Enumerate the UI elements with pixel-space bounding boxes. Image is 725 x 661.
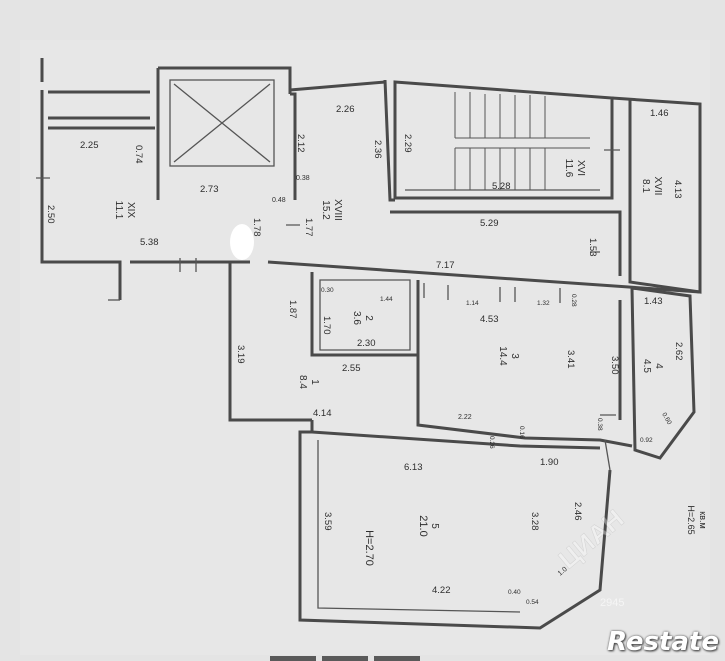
- dim-4-13: 4.13: [672, 180, 683, 199]
- dim-5-28: 5.28: [492, 181, 511, 192]
- room-2-area: 3.6: [351, 311, 362, 325]
- brand-logo: Restate: [607, 627, 719, 657]
- dim-2-46: 2.46: [572, 502, 583, 521]
- dim-3-50: 3.50: [609, 356, 620, 375]
- dim-6-13: 6.13: [404, 462, 423, 473]
- room-xix-roman: XIX: [125, 202, 136, 218]
- dim-2-50: 2.50: [45, 205, 56, 224]
- room-1-num: 1: [309, 379, 320, 385]
- room-xvi-area: 11.6: [563, 159, 574, 178]
- room-xviii-roman: XVIII: [332, 199, 343, 221]
- dim-0-16: 0.16: [518, 426, 525, 439]
- dim-3-19: 3.19: [235, 345, 246, 364]
- dim-0-92: 0.92: [640, 437, 653, 444]
- room-5-area: 21.0: [417, 515, 429, 536]
- room-xvi-roman: XVI: [575, 160, 586, 176]
- dim-2-12: 2.12: [295, 134, 306, 153]
- dim-2-73: 2.73: [200, 184, 219, 195]
- dim-1-53: 1.53: [587, 238, 598, 257]
- dim-7-17: 7.17: [436, 260, 455, 271]
- corner-note-line1: кв.м: [698, 511, 708, 528]
- room-3-num: 3: [509, 353, 520, 359]
- dim-2-30: 2.30: [357, 338, 376, 349]
- dim-2-29: 2.29: [402, 134, 413, 153]
- room-labels: XIX 11.1 XVIII 15.2 XVI 11.6 XVII 8.1 1 …: [113, 159, 664, 566]
- dim-4-22: 4.22: [432, 585, 451, 596]
- dim-0-26: 0.26: [488, 436, 495, 449]
- dim-2-25: 2.25: [80, 140, 99, 151]
- bottom-strip: [270, 652, 430, 661]
- dim-3-41: 3.41: [565, 350, 576, 369]
- dim-1-44: 1.44: [380, 296, 393, 303]
- dim-0-38b: 0.38: [596, 418, 603, 431]
- dim-2-62: 2.62: [673, 342, 684, 361]
- dim-0-40: 0.40: [508, 589, 521, 596]
- plan-sheet: [20, 40, 710, 655]
- dim-1-0: 1.0: [557, 566, 569, 578]
- dim-1-14: 1.14: [466, 300, 479, 307]
- room-3-area: 14.4: [497, 346, 508, 366]
- room-4-num: 4: [653, 363, 664, 369]
- dim-1-32: 1.32: [537, 300, 550, 307]
- dim-1-87: 1.87: [287, 300, 298, 319]
- room-2-num: 2: [363, 315, 374, 321]
- dim-1-77: 1.77: [303, 218, 314, 237]
- room-1-area: 8.4: [297, 375, 308, 389]
- dim-3-59: 3.59: [322, 512, 333, 531]
- dim-0-48: 0.48: [272, 197, 286, 204]
- corner-note: кв.м H=2.65: [686, 505, 708, 534]
- room-5-height: H=2.70: [363, 530, 375, 566]
- dim-4-53: 4.53: [480, 314, 499, 325]
- dim-0-38: 0.38: [296, 175, 310, 182]
- dim-1-90: 1.90: [540, 457, 559, 468]
- dim-3-28: 3.28: [529, 512, 540, 531]
- dim-5-29: 5.29: [480, 218, 499, 229]
- room-xix-area: 11.1: [113, 201, 124, 220]
- dim-1-43: 1.43: [644, 296, 663, 307]
- dim-2-55: 2.55: [342, 363, 361, 374]
- dim-0-28: 0.28: [570, 294, 577, 307]
- dimension-labels: 2.26 2.25 0.74 2.12 2.36 2.29 1.46 4.13 …: [45, 104, 684, 606]
- dim-0-30a: 0.30: [321, 287, 334, 294]
- room-xvii-roman: XVII: [652, 177, 663, 196]
- dim-4-14: 4.14: [313, 408, 332, 419]
- corner-note-line2: H=2.65: [686, 505, 696, 534]
- watermark-number: 2945: [600, 597, 624, 609]
- dim-5-38: 5.38: [140, 237, 159, 248]
- dim-1-78: 1.78: [251, 218, 262, 237]
- dim-1-70: 1.70: [321, 316, 332, 335]
- walls: [36, 58, 702, 630]
- dim-0-54: 0.54: [526, 599, 539, 606]
- dim-0-74: 0.74: [133, 145, 144, 164]
- dim-1-46: 1.46: [650, 108, 669, 119]
- room-xvii-area: 8.1: [640, 179, 651, 193]
- elevator-shaft: [169, 79, 275, 167]
- dim-2-22: 2.22: [458, 414, 472, 421]
- white-spot: [230, 224, 254, 260]
- dim-2-36: 2.36: [372, 140, 383, 159]
- room-5-num: 5: [429, 523, 440, 529]
- room-xviii-area: 15.2: [320, 200, 331, 220]
- dim-2-26: 2.26: [336, 104, 355, 115]
- room-4-area: 4.5: [641, 359, 652, 373]
